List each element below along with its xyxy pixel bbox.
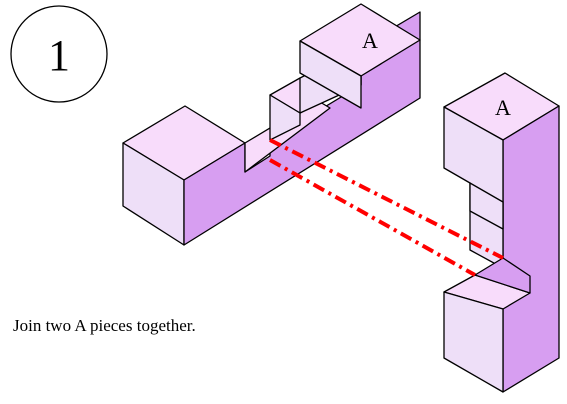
step-number: 1 (48, 31, 70, 80)
guide-line-upper (269, 138, 504, 260)
right-piece-a: A (443, 72, 560, 393)
instruction-text: Join two A pieces together. (13, 316, 196, 335)
left-piece-label: A (362, 28, 378, 53)
right-slot-wall (474, 257, 531, 294)
alignment-guides (269, 138, 504, 277)
left-notch-front (269, 94, 301, 141)
step-badge: 1 (10, 5, 108, 103)
right-notch-face (469, 182, 504, 230)
guide-line-lower (269, 158, 476, 277)
left-piece-a: A (122, 3, 421, 246)
left-top-block-front (299, 40, 362, 109)
right-side-face (502, 105, 560, 393)
right-piece-label: A (495, 95, 511, 120)
step-circle (10, 5, 108, 103)
right-front-lower (443, 291, 504, 393)
